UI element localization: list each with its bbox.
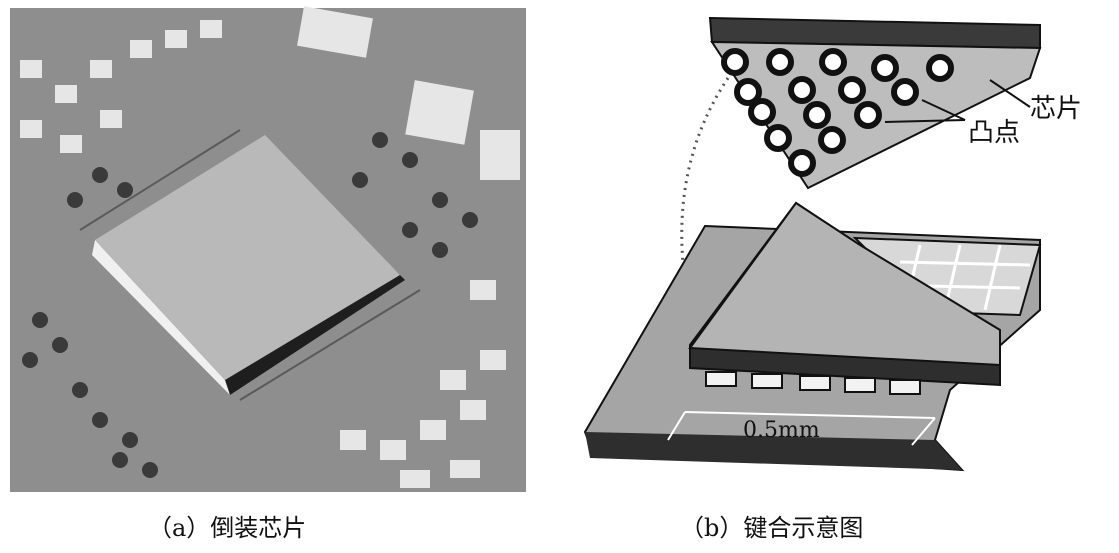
caption-a: （a）倒装芯片 [148,514,307,542]
flip-chip-photo [10,6,526,492]
bonding-diagram [583,16,1042,472]
caption-b: （b）键合示意图 [680,514,864,542]
bump-icons [721,48,954,177]
bump-label: 凸点 [968,118,1021,148]
chip-label: 芯片 [1030,94,1083,124]
pitch-label: 0.5mm [743,418,820,443]
